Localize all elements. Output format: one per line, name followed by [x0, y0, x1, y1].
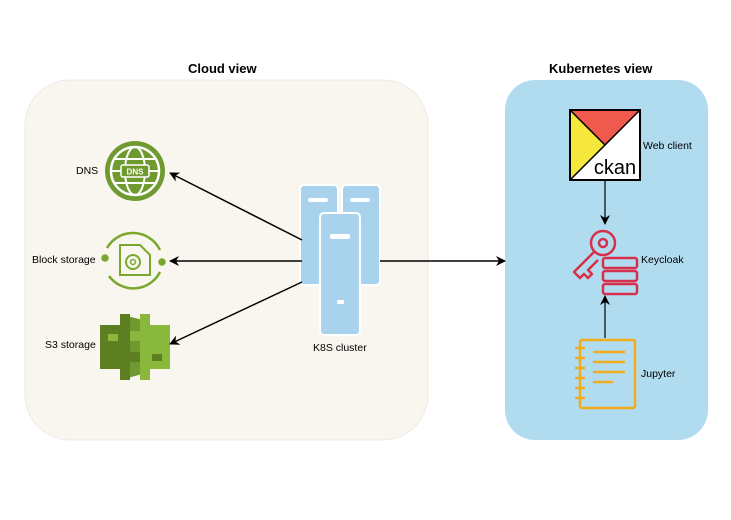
block-storage-icon — [101, 231, 166, 290]
k8s-cluster-label: K8S cluster — [313, 342, 367, 354]
s3-storage-label: S3 storage — [45, 339, 96, 351]
arrow-cluster-to-s3-storage — [169, 281, 303, 345]
dns-globe-icon: DNS — [105, 141, 165, 201]
cloud-view-title: Cloud view — [188, 61, 257, 76]
jupyter-label: Jupyter — [641, 368, 676, 380]
dns-label: DNS — [76, 165, 99, 177]
s3-bucket-icon — [100, 314, 170, 380]
key-server-icon — [572, 229, 639, 296]
block-storage-label: Block storage — [32, 254, 96, 266]
notebook-icon — [575, 338, 637, 410]
ckan-logo: ckan — [569, 109, 641, 181]
ckan-logo-text: ckan — [594, 157, 636, 179]
server-cluster-icon — [299, 184, 381, 336]
keycloak-label: Keycloak — [641, 254, 684, 266]
kubernetes-view-title: Kubernetes view — [549, 61, 653, 76]
dns-badge: DNS — [127, 168, 145, 177]
arrow-cluster-to-dns — [169, 172, 303, 241]
web-client-label: Web client — [643, 140, 692, 152]
kubernetes-view-panel — [505, 80, 708, 440]
